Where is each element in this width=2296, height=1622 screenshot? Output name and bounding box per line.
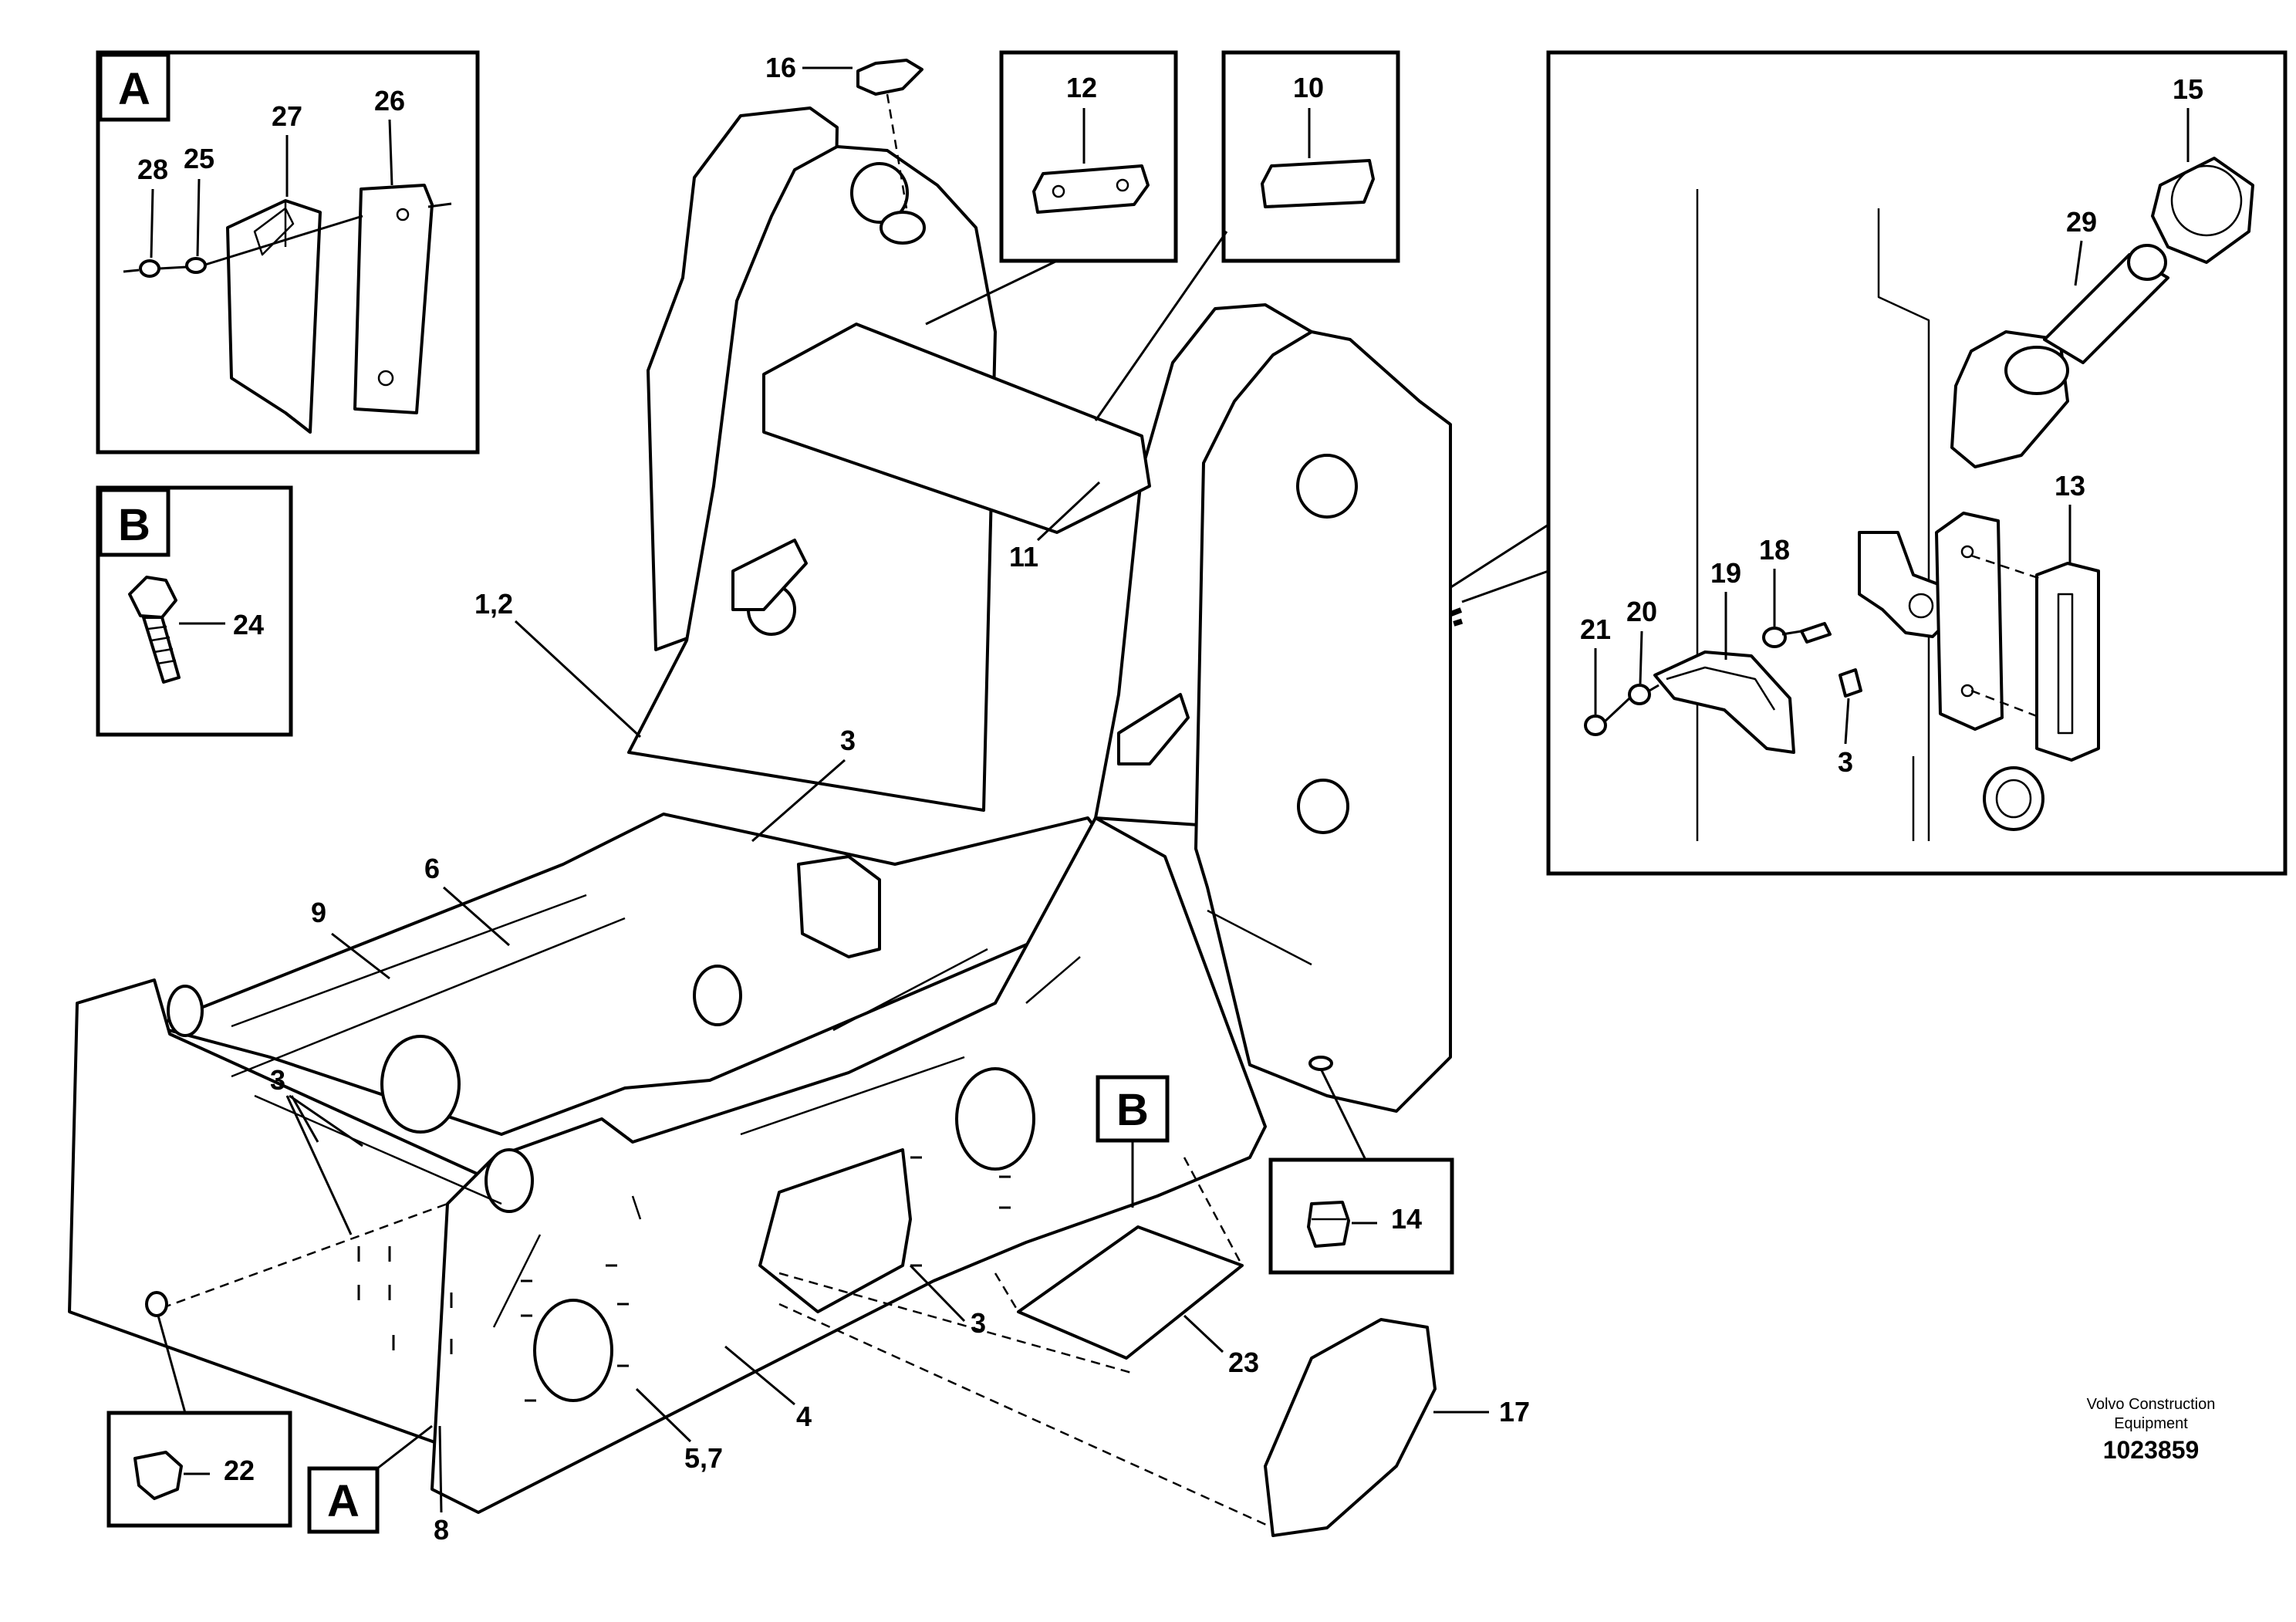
- plug: [1983, 766, 2044, 831]
- washer-18: [1762, 627, 1787, 648]
- callout-3-upper: 3: [840, 725, 856, 756]
- callout-25: 25: [184, 143, 214, 174]
- detail-a-label: A: [118, 64, 150, 114]
- top-cross-member: [762, 323, 1151, 534]
- callout-1-2: 1,2: [474, 588, 513, 620]
- slot-plate: [1935, 512, 2004, 731]
- flag-a-label: A: [327, 1476, 360, 1526]
- detail-box-b: B 24: [96, 485, 293, 737]
- credit-line2: Equipment: [2114, 1415, 2188, 1432]
- callout-23: 23: [1228, 1347, 1259, 1378]
- plate-10: [1261, 159, 1375, 208]
- washer-25: [185, 257, 207, 274]
- detail-box-22: 22: [106, 1411, 292, 1528]
- hole-right: [955, 1067, 1035, 1171]
- flag-a: A: [307, 1424, 433, 1534]
- nut-28: [139, 259, 160, 278]
- detail-box-10: 10: [1221, 50, 1400, 263]
- slot-left: [731, 539, 808, 611]
- flag-b: B: [1096, 1075, 1170, 1208]
- plate-12: [1032, 164, 1150, 214]
- level-gauge-13: [2035, 562, 2100, 762]
- callout-13: 13: [2055, 470, 2085, 502]
- boss-far-left: [167, 985, 204, 1037]
- callout-22: 22: [224, 1455, 255, 1486]
- hole-side: [533, 1299, 613, 1402]
- callout-15: 15: [2173, 73, 2203, 105]
- cover-17: [1264, 1318, 1437, 1537]
- main-callouts: 16 11 1,2 3 6 9 3 3 23 4 5,7 17 8: [270, 52, 1530, 1546]
- plug-14: [1307, 1201, 1350, 1248]
- callout-8: 8: [434, 1514, 449, 1546]
- plug-22: [133, 1451, 183, 1500]
- plug-14-location: [1308, 1056, 1333, 1071]
- pin-29: [2043, 253, 2169, 364]
- left-tower-front: [627, 145, 997, 812]
- boss-upper-right: [1296, 454, 1358, 519]
- callout-6: 6: [424, 853, 440, 884]
- flag-b-label: B: [1116, 1085, 1149, 1135]
- hole-left: [380, 1035, 461, 1134]
- callout-29: 29: [2066, 206, 2097, 238]
- cap-16: [856, 59, 923, 96]
- main-frame: [68, 59, 1452, 1537]
- nut-21: [1584, 715, 1607, 736]
- callout-19: 19: [1710, 557, 1741, 589]
- bracket-19: [1653, 650, 1795, 754]
- bolt-24: [128, 576, 177, 619]
- callout-20: 20: [1626, 596, 1657, 627]
- bracket-27: [226, 199, 322, 434]
- callout-26: 26: [374, 85, 405, 117]
- detail-b-label: B: [118, 500, 150, 550]
- callout-27: 27: [272, 100, 302, 132]
- plate-26: [353, 184, 434, 414]
- filler-neck: [880, 211, 926, 245]
- callout-3-lower: 3: [971, 1307, 986, 1339]
- callout-5-7: 5,7: [684, 1442, 723, 1474]
- callout-3-left: 3: [270, 1064, 285, 1096]
- callout-24: 24: [233, 609, 264, 640]
- detail-box-12: 12: [999, 50, 1178, 263]
- callout-18: 18: [1759, 534, 1790, 566]
- callout-28: 28: [137, 154, 168, 185]
- callout-21: 21: [1580, 613, 1611, 645]
- callout-11: 11: [1009, 541, 1038, 573]
- callout-4: 4: [796, 1401, 812, 1432]
- detail-box-14: 14: [1268, 1157, 1454, 1275]
- boss-lower-right: [1297, 779, 1349, 834]
- cover-recess: [758, 1148, 912, 1313]
- hole-floor: [693, 965, 742, 1026]
- dashed-hidden-lines: [161, 1157, 1274, 1529]
- bottom-plate-23: [1017, 1225, 1244, 1360]
- callout-10: 10: [1293, 72, 1324, 103]
- washer-20: [1628, 684, 1651, 705]
- callout-14: 14: [1391, 1203, 1422, 1235]
- access-window: [797, 855, 881, 958]
- boss-upper-left: [850, 162, 909, 224]
- slot-right: [1117, 693, 1190, 765]
- bolt-ticks: [357, 1156, 1011, 1402]
- document-number: 1023859: [2103, 1436, 2200, 1464]
- boss-left-pivot: [485, 1148, 534, 1213]
- side-plate-4: [430, 816, 1267, 1514]
- callout-16: 16: [765, 52, 796, 83]
- callout-12: 12: [1066, 72, 1097, 103]
- credit-line1: Volvo Construction: [2087, 1396, 2216, 1413]
- callout-17: 17: [1499, 1396, 1530, 1428]
- detail-box-a: A 28 25 27 26: [96, 50, 480, 454]
- detail-box-hinge: 15 29 13 18 19 20 21 3: [1546, 50, 2288, 876]
- callout-9: 9: [311, 897, 326, 928]
- right-tower-front: [1194, 330, 1452, 1113]
- callout-3-hinge: 3: [1838, 746, 1853, 778]
- plug-22-location: [145, 1291, 168, 1317]
- knob-15: [2151, 157, 2254, 264]
- credit-block: Volvo Construction Equipment 1023859: [2087, 1396, 2216, 1464]
- set-screw-3: [1838, 668, 1862, 698]
